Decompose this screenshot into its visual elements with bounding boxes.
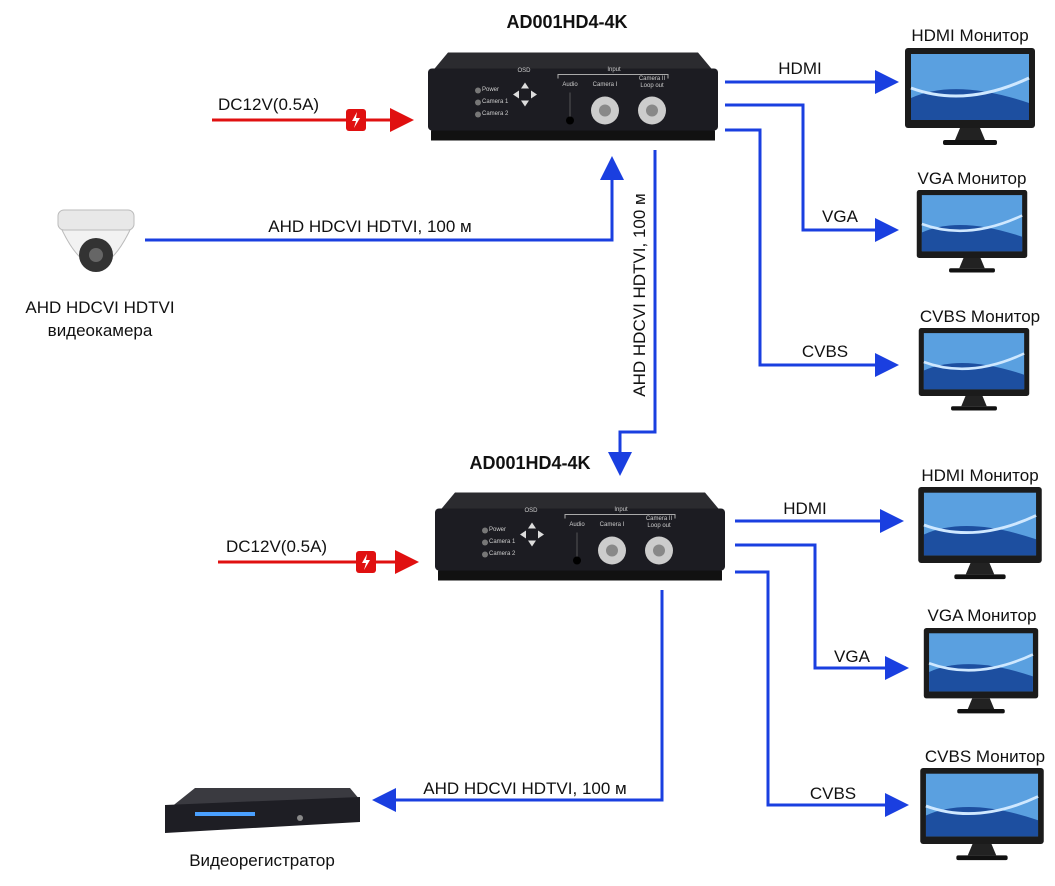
device-title-top: AD001HD4-4K (506, 12, 627, 32)
camera-i-label: Camera I (593, 82, 618, 88)
power-bolt-icon (356, 551, 376, 573)
cvbs-label-top: CVBS (802, 342, 848, 361)
camera-i-label: Camera I (600, 522, 625, 528)
led-camera2: Camera 2 (489, 551, 516, 557)
camera-link-label: AHD HDCVI HDTVI, 100 м (268, 217, 471, 236)
cvbs-monitor-icon (918, 768, 1046, 862)
monitor-label: CVBS Монитор (925, 747, 1045, 766)
hdmi-monitor-icon (905, 48, 1035, 147)
camera-ii-label: Camera II (639, 76, 666, 82)
monitor-label: VGA Монитор (918, 169, 1027, 188)
osd-label: OSD (524, 508, 538, 514)
cvbs-monitor-icon (917, 328, 1031, 412)
led-power: Power (482, 87, 499, 93)
converter-device-top: OSD Input Power Camera 1 Camera 2 Audio … (427, 51, 719, 142)
dvr-link-line (372, 590, 664, 812)
audio-label: Audio (562, 82, 578, 88)
power-label-bottom: DC12V(0.5A) (226, 537, 327, 556)
osd-label: OSD (517, 68, 531, 74)
camera-ii-label: Camera II (646, 516, 673, 522)
vga-monitor-icon (922, 628, 1040, 715)
monitor-label: HDMI Монитор (911, 26, 1028, 45)
camera-link-line (145, 156, 624, 242)
led-camera1: Camera 1 (482, 99, 509, 105)
power-bolt-icon (346, 109, 366, 131)
monitor-label: HDMI Монитор (921, 466, 1038, 485)
loop-out-label: Loop out (640, 83, 664, 89)
dome-camera-icon (57, 209, 135, 272)
input-label: Input (614, 507, 628, 513)
audio-label: Audio (569, 522, 585, 528)
led-power: Power (489, 527, 506, 533)
trunk-link-label: AHD HDCVI HDTVI, 100 м (630, 193, 649, 396)
vga-label-bottom: VGA (834, 647, 871, 666)
power-label-top: DC12V(0.5A) (218, 95, 319, 114)
monitor-label: VGA Монитор (928, 606, 1037, 625)
led-camera2: Camera 2 (482, 111, 509, 117)
camera-label-line1: AHD HDCVI HDTVI (25, 298, 174, 317)
converter-device-bottom: OSD Input Power Camera 1 Camera 2 Audio … (434, 491, 726, 582)
cvbs-label-bottom: CVBS (810, 784, 856, 803)
vga-label-top: VGA (822, 207, 859, 226)
monitor-label: CVBS Монитор (920, 307, 1040, 326)
trunk-link-line (608, 150, 657, 476)
dvr-label: Видеорегистратор (189, 851, 335, 870)
camera-label-line2: видеокамера (48, 321, 153, 340)
vga-line-bottom (735, 543, 909, 680)
led-camera1: Camera 1 (489, 539, 516, 545)
device-title-bottom: AD001HD4-4K (469, 453, 590, 473)
hdmi-label-top: HDMI (778, 59, 821, 78)
hdmi-label-bottom: HDMI (783, 499, 826, 518)
dvr-icon (165, 788, 360, 833)
input-label: Input (607, 67, 621, 73)
vga-line-top (725, 103, 899, 242)
vga-monitor-icon (915, 190, 1029, 274)
cvbs-line-bottom (735, 570, 909, 817)
dvr-link-label: AHD HDCVI HDTVI, 100 м (423, 779, 626, 798)
loop-out-label: Loop out (647, 523, 671, 529)
hdmi-monitor-icon (916, 487, 1044, 581)
cvbs-line-top (725, 128, 899, 377)
